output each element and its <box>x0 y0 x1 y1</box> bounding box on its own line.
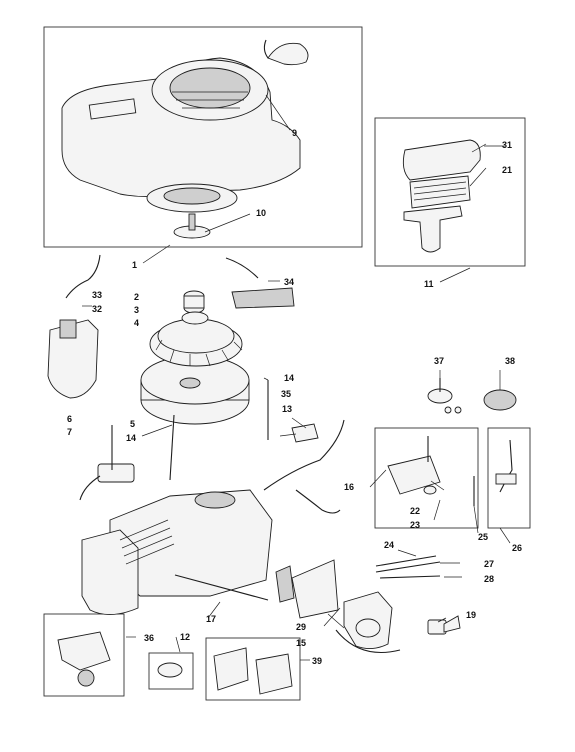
label-25: 25 <box>478 532 488 542</box>
label-36: 36 <box>144 633 154 643</box>
label-14a: 14 <box>126 433 136 443</box>
gasket-kit-box <box>205 637 301 701</box>
label-21: 21 <box>502 165 512 175</box>
label-23: 23 <box>410 520 420 530</box>
choke-cable <box>375 561 441 573</box>
throttle-lever <box>495 439 517 493</box>
label-39: 39 <box>312 656 322 666</box>
fuel-shutoff-valve <box>427 615 461 635</box>
ignition-module-left <box>47 319 99 399</box>
gasket-set <box>213 647 293 695</box>
fuel-line <box>335 629 401 654</box>
starter-group-box <box>43 26 363 248</box>
cooling-fan <box>149 318 243 367</box>
engine-block <box>81 489 273 615</box>
linkage-rod <box>379 575 441 579</box>
switch-bracket <box>291 423 319 443</box>
label-9: 9 <box>292 128 297 138</box>
label-14b: 14 <box>284 373 294 383</box>
label-31: 31 <box>502 140 512 150</box>
label-37: 37 <box>434 356 444 366</box>
intake-gaskets <box>275 559 339 619</box>
flywheel <box>140 355 250 425</box>
label-11: 11 <box>424 279 434 289</box>
spark-plug-wire <box>225 257 259 279</box>
label-16: 16 <box>344 482 354 492</box>
label-35: 35 <box>281 389 291 399</box>
label-17: 17 <box>206 614 216 624</box>
label-28: 28 <box>484 574 494 584</box>
wiring-harness <box>295 489 341 514</box>
stop-switch-wire <box>263 419 345 491</box>
throttle-lever-group-box <box>487 427 531 529</box>
label-12: 12 <box>180 632 190 642</box>
brake-group-box <box>43 613 125 697</box>
heat-shield <box>231 287 295 309</box>
label-19: 19 <box>466 610 476 620</box>
o-ring-kit <box>427 378 462 414</box>
leader-lines <box>82 94 511 661</box>
label-13: 13 <box>282 404 292 414</box>
recoil-starter-housing <box>61 57 301 213</box>
throttle-cable <box>375 555 437 567</box>
label-1: 1 <box>132 260 137 270</box>
pushrod <box>174 574 269 601</box>
label-29: 29 <box>296 622 306 632</box>
carburetor <box>343 591 393 649</box>
label-34: 34 <box>284 277 294 287</box>
label-26: 26 <box>512 543 522 553</box>
label-5: 5 <box>130 419 135 429</box>
label-3: 3 <box>134 305 139 315</box>
air-filter-group-box <box>374 117 526 267</box>
label-24: 24 <box>384 540 394 550</box>
air-filter-assembly <box>402 139 481 253</box>
ht-lead <box>65 254 101 299</box>
label-2: 2 <box>134 292 139 302</box>
governor-linkage <box>387 436 441 495</box>
ignition-coil <box>79 463 135 501</box>
flywheel-nut-and-washer <box>181 290 209 325</box>
fuel-tank-cap <box>483 389 517 411</box>
fuel-cap <box>157 662 183 678</box>
label-15: 15 <box>296 638 306 648</box>
fuel-cap-box <box>148 652 194 690</box>
label-33: 33 <box>92 290 102 300</box>
label-4: 4 <box>134 318 139 328</box>
label-27: 27 <box>484 559 494 569</box>
label-22: 22 <box>410 506 420 516</box>
label-10: 10 <box>256 208 266 218</box>
stud-14a <box>169 414 175 481</box>
starter-handle <box>263 39 309 66</box>
label-7: 7 <box>67 427 72 437</box>
brake-assembly <box>57 631 111 687</box>
governor-group-box <box>374 427 479 529</box>
starter-pulley <box>173 213 211 239</box>
label-6: 6 <box>67 414 72 424</box>
label-32: 32 <box>92 304 102 314</box>
label-38: 38 <box>505 356 515 366</box>
